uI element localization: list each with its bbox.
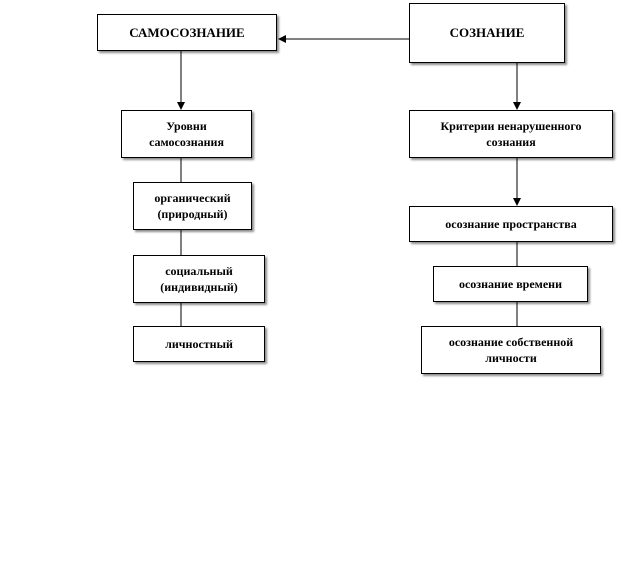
criteria-of-consciousness-node: Критерии ненарушенного сознания: [409, 110, 613, 158]
self-awareness-node: САМОСОЗНАНИЕ: [97, 14, 277, 51]
social-level-node: социальный (индивидный): [133, 255, 265, 303]
consciousness-node: СОЗНАНИЕ: [409, 3, 565, 63]
levels-of-self-awareness-node: Уровни самосознания: [121, 110, 252, 158]
organic-level-node: органический (природный): [133, 182, 252, 230]
awareness-of-space-node: осознание пространства: [409, 206, 613, 242]
awareness-of-own-personality-node: осознание собственной личности: [421, 326, 601, 374]
personal-level-node: личностный: [133, 326, 265, 362]
awareness-of-time-node: осознание времени: [433, 266, 588, 302]
